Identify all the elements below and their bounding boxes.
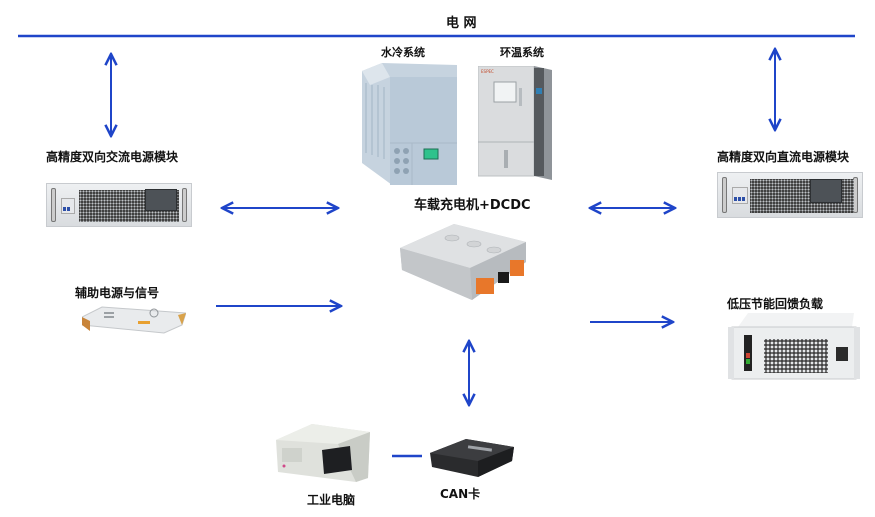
obc-dcdc-label: 车载充电机+DCDC [414,198,531,213]
ac-power-module-image [46,183,192,227]
can-card-label: CAN卡 [440,487,481,501]
water-cooling-unit-image [362,63,457,185]
grid-label: 电 网 [446,16,477,31]
can-card-image [428,437,514,479]
regen-load-image [726,313,863,381]
svg-text:ESPEC: ESPEC [481,69,494,74]
obc-dcdc-image [394,220,532,312]
dc-power-module-label: 高精度双向直流电源模块 [717,150,850,164]
aux-power-label: 辅助电源与信号 [75,286,160,300]
dc-power-module-image [717,172,863,218]
industrial-pc-label: 工业电脑 [307,493,356,507]
industrial-pc-image [272,422,372,484]
climate-chamber-label: 环温系统 [500,46,544,59]
ac-power-module-label: 高精度双向交流电源模块 [46,150,179,164]
aux-power-image [81,303,187,335]
climate-chamber-image: ESPEC [477,65,552,182]
water-cooling-label: 水冷系统 [381,46,425,59]
regen-load-label: 低压节能回馈负载 [727,297,824,311]
